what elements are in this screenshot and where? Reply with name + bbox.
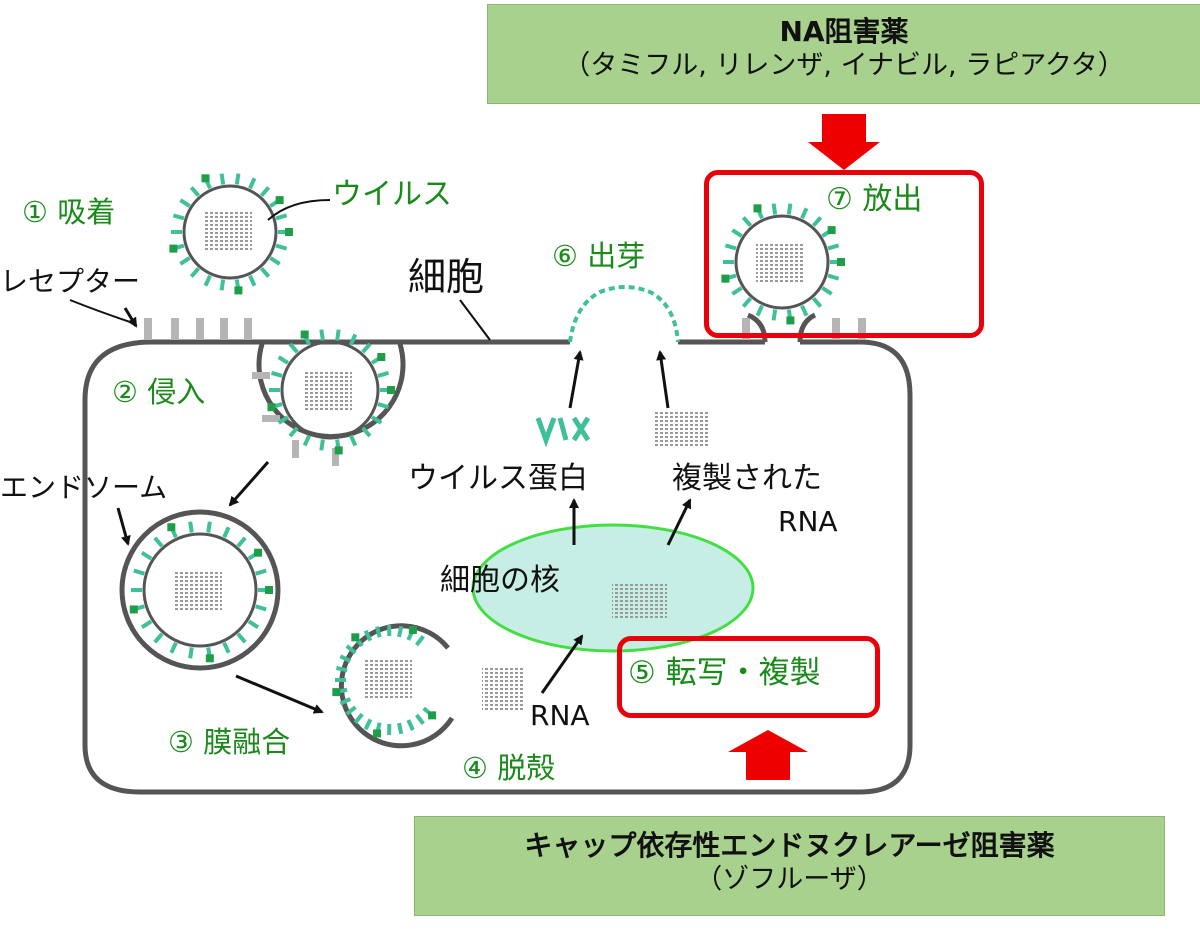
virion-endosome	[129, 521, 273, 663]
nucleus-label: 細胞の核	[440, 563, 560, 598]
step-membrane-fusion: ③ 膜融合	[168, 725, 291, 759]
viral-protein-fragments	[535, 416, 591, 448]
receptor-leader	[69, 299, 137, 325]
replicated-rna-label-line1: 複製された	[672, 461, 822, 496]
step-budding: ⑥ 出芽	[552, 239, 646, 273]
cap-inhibit-arrow	[728, 730, 808, 780]
replicated-rna-label-line2: RNA	[778, 505, 838, 538]
receptor-label: レセプター	[0, 265, 141, 298]
cap-inhibitor-drugs: （ゾフルーザ）	[695, 864, 884, 895]
cell-membrane	[82, 339, 913, 795]
virion-releasing	[721, 203, 845, 325]
release-highlight	[704, 170, 984, 338]
rna-label: RNA	[530, 699, 590, 732]
cell-label: 細胞	[408, 255, 485, 299]
release-neck	[746, 312, 817, 343]
na-inhibitor-drugs: （タミフル, リレンザ, イナビル, ラピアクタ）	[563, 50, 1125, 81]
virion-adsorbing	[169, 173, 293, 295]
budding-shell	[568, 285, 680, 343]
na-inhibitor-title: NA阻害薬	[779, 15, 909, 48]
step-uncoating: ④ 脱殻	[462, 751, 556, 785]
na-inhibit-arrow	[808, 114, 880, 170]
cell-leader	[459, 299, 491, 341]
receptors	[144, 318, 866, 340]
rna-segments-nucleus	[612, 582, 667, 620]
step-release: ⑦ 放出	[826, 182, 923, 217]
transcription-highlight	[617, 636, 880, 718]
step-transcription-replication: ⑤ 転写・複製	[628, 655, 821, 691]
virus-label: ウイルス	[332, 177, 452, 212]
step-entry: ② 侵入	[112, 375, 206, 409]
na-inhibitor-box: NA阻害薬 （タミフル, リレンザ, イナビル, ラピアクタ）	[487, 4, 1200, 104]
virion-fusing	[332, 624, 437, 738]
cap-inhibitor-title: キャップ依存性エンドヌクレアーゼ阻害薬	[524, 829, 1055, 862]
rna-segments-released	[482, 668, 524, 710]
endosome	[119, 509, 281, 671]
step-adsorption: ① 吸着	[22, 195, 116, 229]
rna-segments-replicated	[655, 410, 710, 448]
endosome-label: エンドソーム	[0, 471, 168, 504]
virion-entering	[267, 329, 395, 455]
virus-leader	[267, 199, 331, 221]
viral-protein-label: ウイルス蛋白	[408, 461, 588, 496]
cap-inhibitor-box: キャップ依存性エンドヌクレアーゼ阻害薬 （ゾフルーザ）	[414, 816, 1165, 916]
